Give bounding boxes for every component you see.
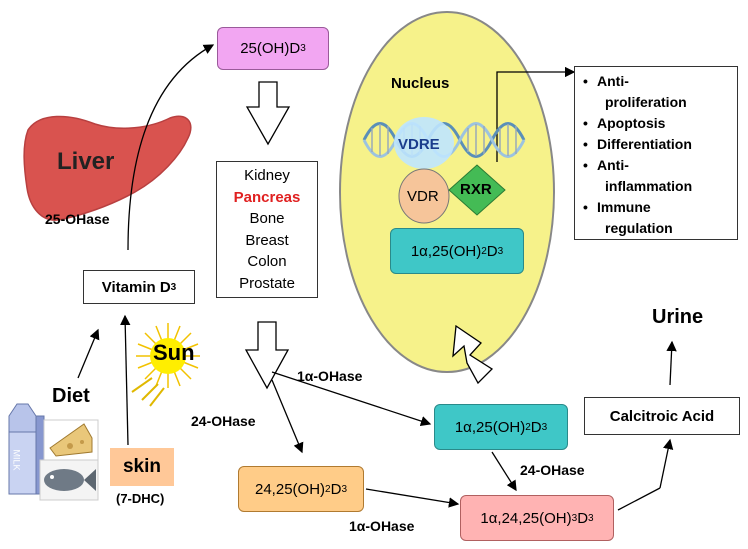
tissue-prostate: Prostate [239, 274, 295, 292]
urine-label: Urine [652, 306, 704, 328]
diet-label: Diet [52, 385, 90, 407]
metabolite-25oh-label: 25(OH)D [240, 40, 301, 57]
oh1a-ase-bottom-label: 1α-OHase [349, 518, 415, 534]
trihydroxy-mid: D [577, 509, 589, 527]
seven-dhc-label: (7-DHC) [116, 491, 165, 506]
tissue-kidney: Kidney [244, 167, 290, 184]
metabolite-25oh-sub: 3 [300, 43, 306, 54]
biological-effects-box: Anti-proliferation Apoptosis Differentia… [574, 66, 738, 240]
trihydroxy-label: 1α,24,25(OH) [480, 509, 572, 527]
liver-label: Liver [57, 148, 115, 175]
vdre-blob [394, 117, 454, 169]
liver-icon [23, 115, 192, 221]
target-tissue-list: Kidney Pancreas Bone Breast Colon Prosta… [216, 161, 318, 298]
rxr-shape [448, 164, 506, 216]
sun-icon [131, 323, 200, 407]
dihydroxy-24-label: 24,25(OH) [255, 480, 326, 498]
vitamin-d3-label: Vitamin D [101, 278, 171, 296]
calcitroic-acid-label: Calcitroic Acid [609, 407, 715, 425]
trihydroxy-sub1: 3 [571, 512, 578, 524]
effect-item: Differentiation [581, 134, 731, 155]
vitamin-d3-sub: 3 [170, 281, 177, 293]
nuclear-calcitriol-sub2: 3 [497, 245, 504, 257]
skin-box: skin [110, 448, 174, 486]
calcitriol-label: 1α,25(OH) [454, 418, 526, 436]
effect-item: Anti-proliferation [581, 71, 731, 113]
tissue-colon: Colon [247, 253, 287, 270]
effect-item: Apoptosis [581, 113, 731, 134]
tissue-breast: Breast [245, 231, 289, 249]
vdre-label: VDRE [398, 136, 440, 153]
rxr-label: RXR [460, 181, 492, 198]
nucleus-label: Nucleus [391, 75, 450, 92]
oh24-ase-left-label: 24-OHase [191, 413, 256, 429]
milk-carton-icon [8, 403, 45, 495]
calcitriol-mid: D [530, 418, 542, 436]
effect-item: Anti-inflammation [581, 155, 731, 197]
milk-label: MILK [11, 449, 22, 471]
calcitriol-sub2: 3 [541, 421, 548, 433]
sun-label: Sun [153, 340, 195, 365]
oh1a-ase-top-label: 1α-OHase [297, 368, 363, 384]
nuclear-calcitriol-mid: D [486, 242, 498, 260]
fish-icon [39, 459, 99, 501]
calcitriol-sub1: 2 [525, 421, 531, 433]
vdr-shape [398, 168, 450, 224]
dihydroxy-24-sub1: 2 [325, 483, 331, 495]
oh24-ase-right-label: 24-OHase [520, 462, 585, 478]
oh25ase-label: 25-OHase [45, 211, 110, 227]
calcitroic-acid-box: Calcitroic Acid [584, 397, 740, 435]
tissue-bone: Bone [249, 210, 285, 227]
cheese-icon [43, 419, 99, 461]
trihydroxy-sub2: 3 [588, 512, 594, 524]
vdr-label: VDR [407, 188, 439, 205]
dihydroxy-24-mid: D [330, 480, 342, 498]
nuclear-calcitriol-label: 1α,25(OH) [410, 242, 482, 260]
skin-label: skin [122, 456, 162, 477]
tissue-pancreas: Pancreas [233, 188, 301, 206]
dihydroxy-24-sub2: 3 [341, 483, 347, 495]
nuclear-calcitriol-sub1: 2 [481, 245, 487, 257]
